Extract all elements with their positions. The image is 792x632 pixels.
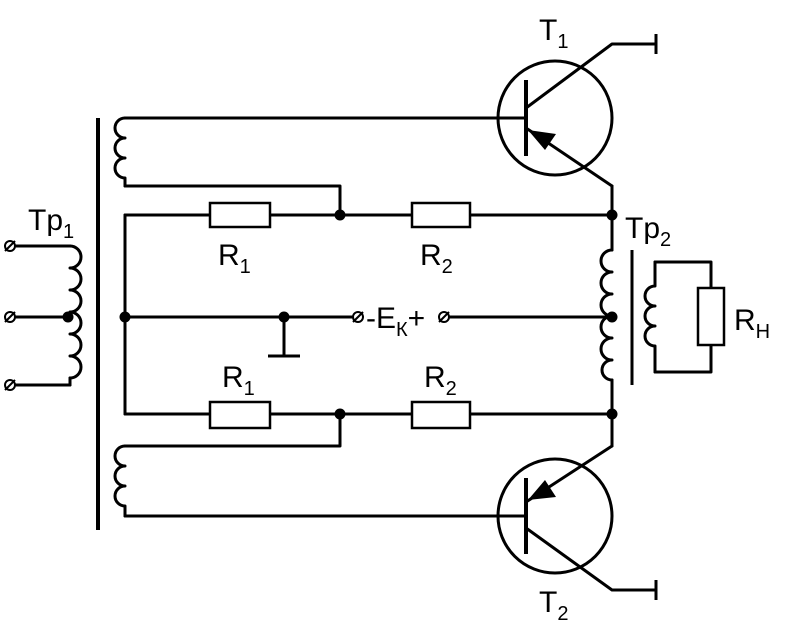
svg-text:R1: R1 (218, 239, 251, 278)
tr1-lower-secondary-coil (113, 444, 127, 518)
tr1-primary-coil (68, 244, 83, 380)
supply-plus-terminal[interactable] (438, 311, 450, 323)
resistor-r1-bottom: R1 (208, 361, 272, 430)
tr2-primary-coil (599, 248, 614, 382)
supply-minus-terminal[interactable] (352, 311, 364, 323)
supply-label: -EК+ (366, 302, 425, 341)
transistor-t1: T1 (496, 14, 658, 188)
svg-text:R2: R2 (420, 239, 453, 278)
tr2-label: Tp2 (625, 212, 671, 251)
output-transformer-tr2: Tp2 (599, 212, 671, 385)
svg-text:R1: R1 (222, 361, 255, 400)
tr2-secondary-coil (643, 260, 657, 374)
tr1-label: Tp1 (28, 204, 74, 243)
input-terminal-bottom[interactable] (4, 379, 16, 391)
t2-label: T2 (539, 586, 568, 625)
svg-text:RН: RН (734, 304, 770, 343)
t1-label: T1 (539, 14, 568, 53)
t1-emitter-arrow (528, 130, 556, 150)
input-terminal-middle[interactable] (4, 311, 16, 323)
resistor-r1-top: R1 (208, 201, 272, 278)
svg-text:R2: R2 (424, 361, 457, 400)
tr1-upper-secondary-coil (113, 116, 127, 188)
resistor-r2-bottom: R2 (410, 361, 472, 430)
t2-emitter-arrow (528, 480, 556, 500)
transistor-t2: T2 (496, 444, 658, 625)
wiring (123, 116, 614, 518)
load-resistor-rh: RН (653, 260, 770, 374)
input-terminal-top[interactable] (4, 240, 16, 252)
tr1-center-tap-node (62, 311, 74, 323)
resistor-r2-top: R2 (410, 201, 472, 278)
input-transformer-tr1: Tp1 (4, 116, 127, 530)
supply-terminals: -EК+ (352, 302, 450, 341)
